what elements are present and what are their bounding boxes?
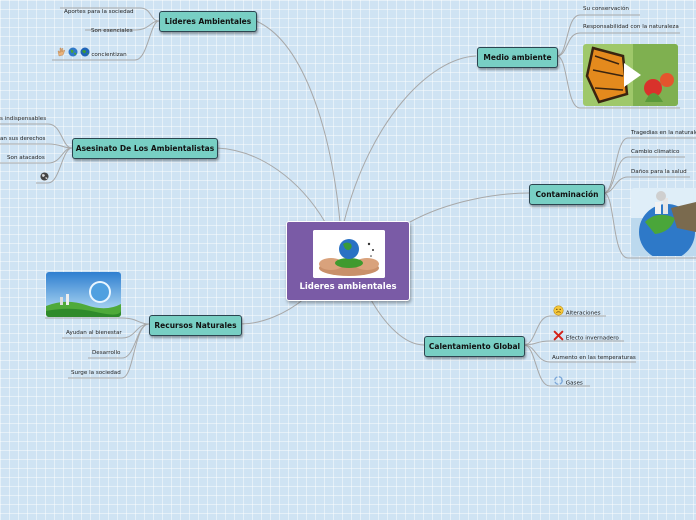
topic-lideres-ambientales[interactable]: Lideres Ambientales — [159, 11, 257, 32]
central-topic-title: Lideres ambientales — [299, 282, 397, 292]
leaf-indispensables[interactable]: s indispensables — [0, 116, 47, 122]
topic-contaminacion[interactable]: Contaminación — [529, 184, 605, 205]
leaf-gases-label: Gases — [565, 380, 583, 387]
leaf-su-conservacion[interactable]: Su conservación — [583, 6, 629, 12]
recycle-icon — [553, 375, 564, 391]
leaf-alteraciones-label: Alteraciones — [565, 310, 601, 317]
butterfly-video-thumbnail[interactable] — [583, 44, 678, 106]
leaf-cambio-climatico[interactable]: Cambio climatico — [631, 149, 680, 155]
leaf-efecto-invernadero-label: Efecto invernadero — [565, 335, 619, 342]
leaf-tragedias-naturaleza[interactable]: Tragedias en la naturaleza — [631, 130, 696, 136]
topic-recursos-naturales[interactable]: Recursos Naturales — [149, 315, 242, 336]
topic-calentamiento-global[interactable]: Calentamiento Global — [424, 336, 525, 357]
smiley-icon — [553, 305, 564, 321]
leaf-responsabilidad-naturaleza[interactable]: Responsabilidad con la naturaleza — [583, 24, 679, 30]
leaf-aumento-temperaturas[interactable]: Aumento en las temperaturas — [552, 355, 636, 361]
leaf-ayudan-bienestar[interactable]: Ayudan al bienestar — [66, 330, 122, 336]
earth-icon — [40, 172, 49, 185]
leaf-alteraciones[interactable]: Alteraciones — [553, 305, 600, 317]
leaf-earth-icon-node[interactable] — [40, 172, 49, 182]
leaf-concientizan[interactable]: concientizan — [56, 47, 127, 59]
red-x-icon — [553, 330, 564, 346]
leaf-aportes-sociedad[interactable]: Aportes para la sociedad — [64, 9, 134, 15]
leaf-surge-sociedad[interactable]: Surge la sociedad — [71, 370, 121, 376]
central-topic[interactable]: Lideres ambientales — [286, 221, 410, 301]
leaf-son-atacados[interactable]: Son atacados — [7, 155, 45, 161]
leaf-efecto-invernadero[interactable]: Efecto invernadero — [553, 330, 619, 342]
topic-medio-ambiente[interactable]: Medio ambiente — [477, 47, 558, 68]
topic-asesinato-ambientalistas[interactable]: Asesinato De Los Ambientalistas — [72, 138, 218, 159]
natural-landscape-image — [46, 272, 121, 317]
hand-icon — [56, 47, 66, 62]
leaf-concientizan-label: concientizan — [91, 52, 127, 58]
leaf-son-esenciales[interactable]: Son esenciales — [91, 28, 133, 34]
leaf-danos-salud[interactable]: Daños para la salud — [631, 169, 687, 175]
globe-icon — [80, 47, 90, 62]
leaf-gases[interactable]: Gases — [553, 375, 583, 387]
hands-earth-image — [313, 230, 385, 278]
leaf-derechos[interactable]: an sus derechos — [0, 136, 46, 142]
globe-icon — [68, 47, 78, 62]
play-icon — [624, 63, 641, 87]
polluted-earth-image — [631, 188, 696, 256]
leaf-desarrollo[interactable]: Desarrollo — [92, 350, 121, 356]
